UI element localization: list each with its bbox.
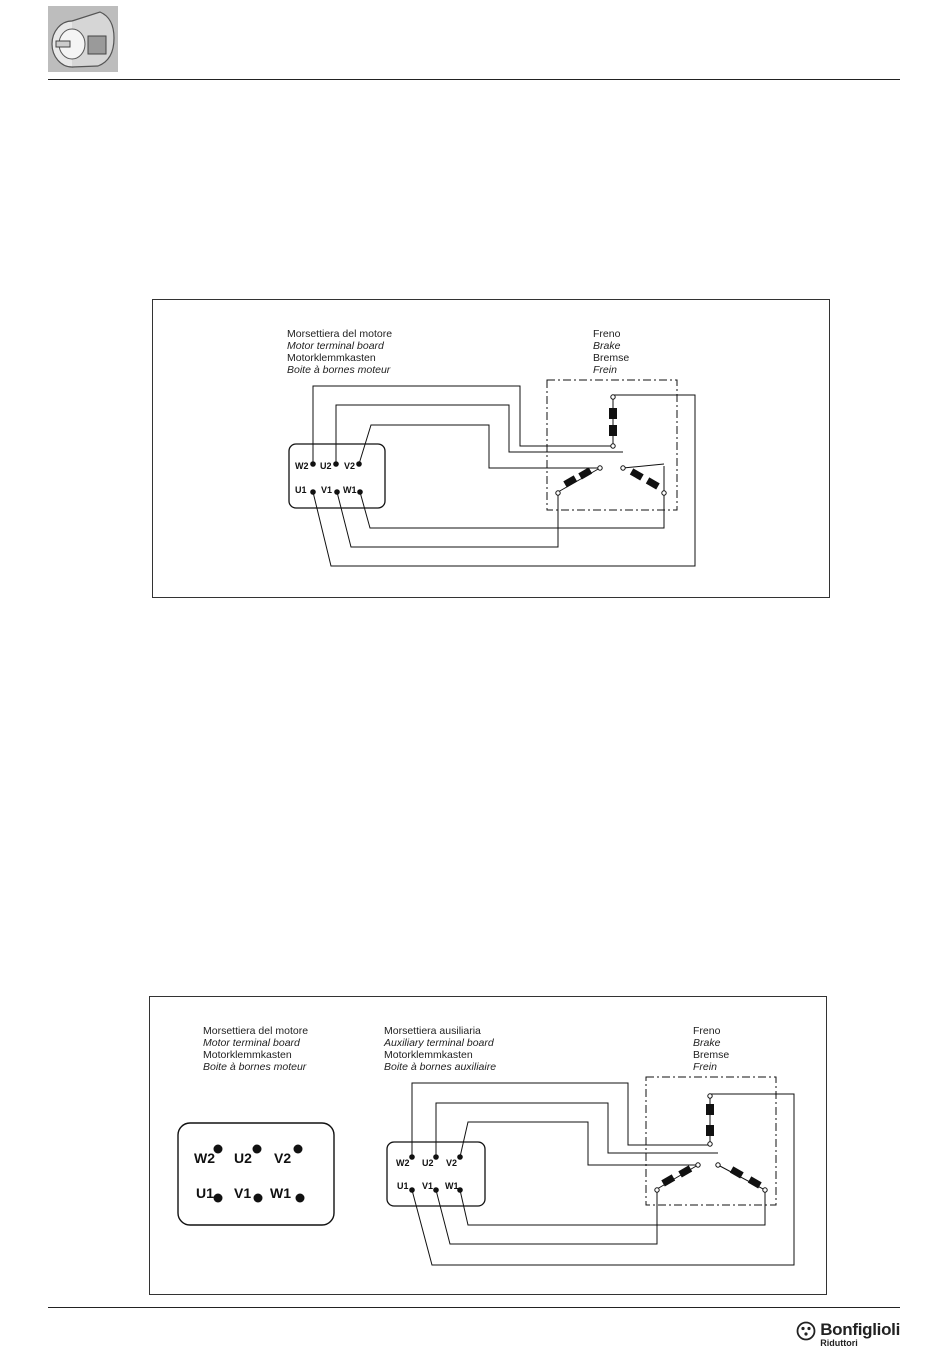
aux-terminal-w2: W2 — [396, 1158, 410, 1168]
terminal-v2: V2 — [344, 461, 356, 471]
aux-terminal-v1: V1 — [422, 1181, 434, 1191]
motor-terminal-v2: V2 — [274, 1150, 292, 1166]
aux-terminal-u1: U1 — [397, 1181, 409, 1191]
motor-terminal-v1: V1 — [234, 1185, 252, 1201]
brand-logo: Bonfiglioli Riduttori — [796, 1320, 900, 1348]
aux-terminal-w1: W1 — [445, 1181, 459, 1191]
terminal-w1: W1 — [343, 485, 357, 495]
header-rule — [48, 79, 900, 80]
motor-terminal-board-label: Morsettiera del motore Motor terminal bo… — [203, 1025, 309, 1073]
auxiliary-terminal-board-label: Morsettiera ausiliaria Auxiliary termina… — [384, 1025, 497, 1073]
motor-terminal-w1: W1 — [270, 1185, 291, 1201]
brake-label: Freno Brake Bremse Frein — [693, 1025, 730, 1073]
brand-subtitle: Riduttori — [820, 1338, 858, 1348]
wiring-diagram-2-drawing — [177, 1076, 795, 1266]
brand-name: Bonfiglioli — [820, 1320, 900, 1339]
terminal-u1: U1 — [295, 485, 307, 495]
bonfiglioli-logo-icon — [796, 1321, 816, 1341]
wiring-diagram-1: Morsettiera del motore Motor terminal bo… — [152, 299, 830, 598]
motor-terminal-w2: W2 — [194, 1150, 215, 1166]
brake-label: Freno Brake Bremse Frein — [593, 328, 630, 376]
motor-terminal-u1: U1 — [196, 1185, 214, 1201]
wiring-diagram-2: Morsettiera del motore Motor terminal bo… — [149, 996, 827, 1295]
aux-terminal-v2: V2 — [446, 1158, 458, 1168]
wiring-diagram-1-drawing — [288, 379, 696, 567]
motor-terminal-u2: U2 — [234, 1150, 252, 1166]
terminal-w2: W2 — [295, 461, 309, 471]
motor-terminal-board-label: Morsettiera del motore Motor terminal bo… — [287, 328, 393, 376]
footer-rule — [48, 1307, 900, 1308]
terminal-u2: U2 — [320, 461, 332, 471]
terminal-v1: V1 — [321, 485, 333, 495]
electric-motor-icon — [48, 6, 118, 72]
aux-terminal-u2: U2 — [422, 1158, 434, 1168]
